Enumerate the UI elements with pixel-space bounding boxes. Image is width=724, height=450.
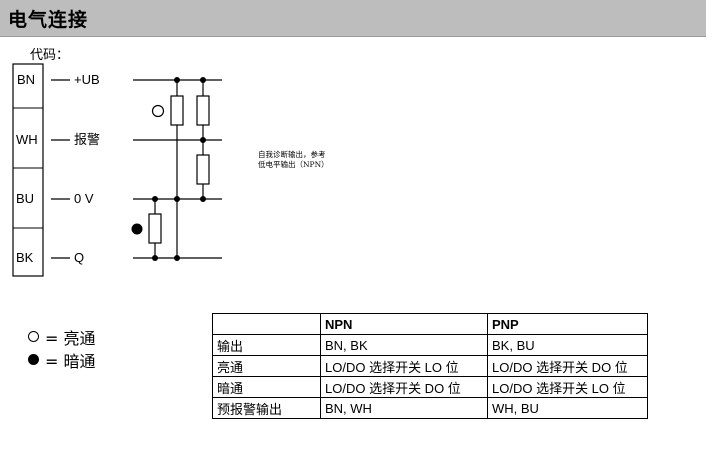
legend-text: = 亮通 [45,328,96,348]
load-resistor-4 [148,213,162,244]
table-header-cell: PNP [487,313,648,335]
table-row: 输出 BN, BK BK, BU [212,334,648,356]
table-cell: LO/DO 选择开关 DO 位 [487,355,648,377]
table-cell: LO/DO 选择开关 DO 位 [320,376,488,398]
table-cell: 亮通 [212,355,321,377]
terminal-code-bu: BU [16,191,34,206]
output-logic-table: NPN PNP 输出 BN, BK BK, BU 亮通 LO/DO 选择开关 L… [212,313,648,419]
legend-item-light-on: = 亮通 [28,325,96,348]
section-title: 电气连接 [8,9,89,31]
filled-circle-icon [28,354,39,365]
legend: = 亮通 = 暗通 [28,325,96,371]
terminal-code-bn: BN [17,72,35,87]
signal-label-0v: 0 V [74,191,94,206]
load-resistor-1 [170,95,184,126]
table-header-cell: NPN [320,313,488,335]
junction-dot [174,196,180,202]
table-row: 暗通 LO/DO 选择开关 DO 位 LO/DO 选择开关 LO 位 [212,376,648,398]
legend-item-dark-on: = 暗通 [28,348,96,371]
terminal-code-bk: BK [16,250,34,265]
self-diagnosis-note: 自我诊断输出，参考 低电平输出（NPN） [258,150,329,170]
table-cell: BN, WH [320,397,488,419]
open-circle-icon [151,104,165,118]
junction-dot [200,77,206,83]
table-row: 预报警输出 BN, WH WH, BU [212,397,648,419]
table-cell: WH, BU [487,397,648,419]
table-row: 亮通 LO/DO 选择开关 LO 位 LO/DO 选择开关 DO 位 [212,355,648,377]
junction-dot [200,196,206,202]
junction-dot [174,255,180,261]
signal-label-q: Q [74,250,84,265]
code-label: 代码： [30,48,70,63]
table-cell: BK, BU [487,334,648,356]
table-cell: LO/DO 选择开关 LO 位 [320,355,488,377]
load-resistor-2 [196,95,210,126]
table-cell: LO/DO 选择开关 LO 位 [487,376,648,398]
table-cell: 预报警输出 [212,397,321,419]
junction-dot [174,77,180,83]
junction-dot [152,196,158,202]
table-header-cell [212,313,321,335]
signal-label-ub: +UB [74,72,100,87]
note-line: 自我诊断输出，参考 [258,150,326,159]
terminal-block [12,63,44,277]
table-cell: 输出 [212,334,321,356]
open-circle-icon [28,331,39,342]
terminal-code-wh: WH [16,132,38,147]
junction-dot [200,137,206,143]
signal-label-alarm: 报警 [74,132,100,148]
table-cell: BN, BK [320,334,488,356]
legend-text: = 暗通 [45,351,96,371]
filled-circle-icon [131,223,143,235]
junction-dot [152,255,158,261]
section-header: 电气连接 [0,0,706,37]
table-header-row: NPN PNP [212,313,648,335]
table-cell: 暗通 [212,376,321,398]
load-resistor-3 [196,154,210,185]
note-line: 低电平输出（NPN） [258,160,329,169]
